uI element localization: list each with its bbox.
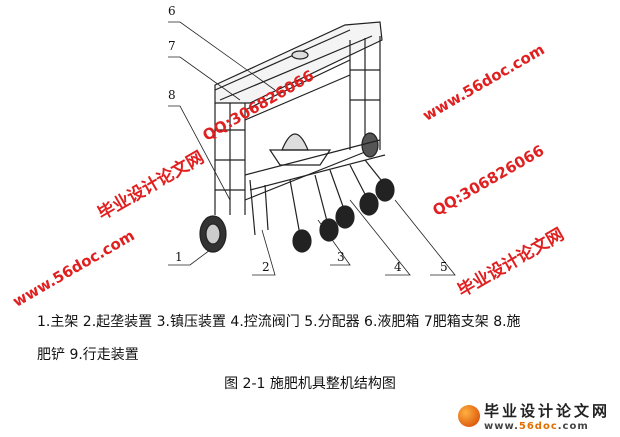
logo-name: 毕业设计论文网 [484,402,611,420]
logo-url: www.56doc.com [484,421,610,432]
site-logo: 毕业设计论文网 www.56doc.com [458,400,610,432]
part-label-6: 6 [168,4,176,18]
part-label-8: 8 [168,88,176,102]
logo-url-prefix: www. [484,421,519,432]
part-label-2: 2 [262,260,270,274]
legend-line-1: 1.主架 2.起垄装置 3.镇压装置 4.控流阀门 5.分配器 6.液肥箱 7肥… [37,314,521,330]
logo-url-suffix: .com [557,421,589,432]
machine-drawing [168,21,456,276]
part-label-5: 5 [440,260,448,274]
part-label-1: 1 [175,250,183,264]
part-label-4: 4 [394,260,402,274]
legend-line-2: 肥铲 9.行走装置 [37,347,139,363]
logo-url-mid: 56doc [518,421,558,432]
figure-caption: 图 2-1 施肥机具整机结构图 [224,376,396,392]
part-label-7: 7 [168,39,176,53]
part-label-3: 3 [337,250,345,264]
logo-icon [458,405,480,427]
